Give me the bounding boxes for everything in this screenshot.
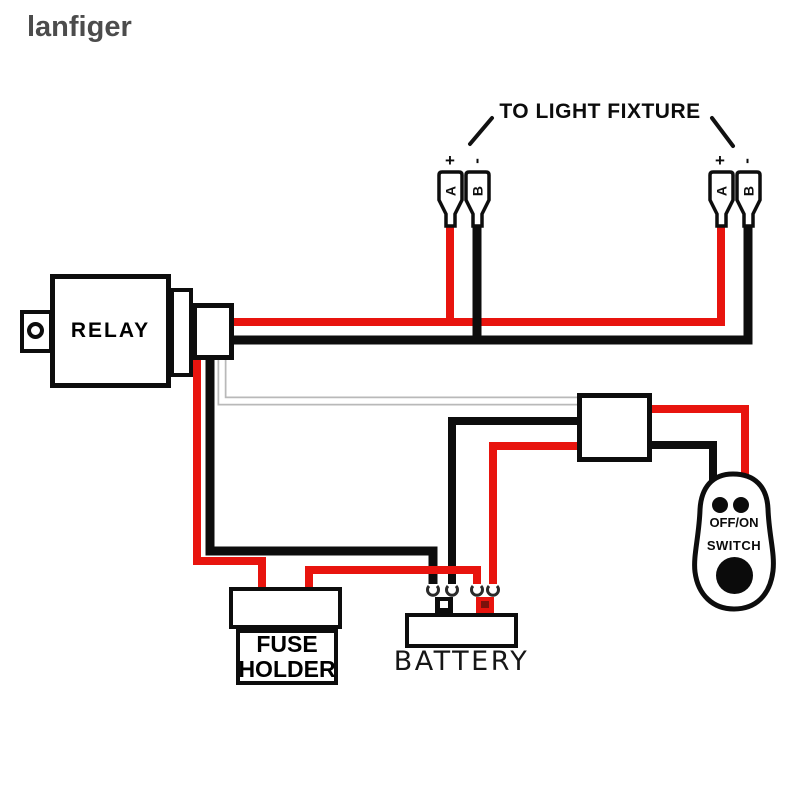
battery-positive-terminal [476,597,494,614]
spade-terminal-a-left: A [437,170,464,228]
terminal-letter: A [443,186,459,196]
black-wire-relay-to-battery [205,356,438,584]
battery-body [405,613,518,648]
polarity-plus-left: + [445,151,455,170]
ring-terminal-icon [470,584,484,597]
fuse-holder-cap [229,587,342,629]
fuse-holder-label-line1: FUSE [256,631,318,657]
terminal-letter: B [741,186,757,196]
spade-terminal-b-right: B [735,170,762,228]
spade-terminal-shape [708,170,735,228]
switch-connector-block [577,393,652,462]
relay-connector-block [192,303,234,360]
switch-label-offon: OFF/ON [709,515,759,530]
switch-label-switch: SWITCH [706,538,762,553]
spade-terminal-shape [437,170,464,228]
spade-terminal-shape [464,170,491,228]
terminal-letter: B [470,186,486,196]
relay-label: RELAY [70,319,151,342]
spade-terminal-shape [735,170,762,228]
battery-negative-terminal [435,597,453,614]
white-wire-core [219,356,584,404]
red-wire-switchbox-to-battery [489,442,584,584]
switch-button-icon [716,557,753,594]
switch-indicator-dot-icon [733,497,749,513]
ring-terminal-icon [445,584,459,597]
white-wire-outline [217,356,584,406]
relay-mounting-hole-icon [27,322,44,339]
pointer-line-right [710,116,735,148]
terminal-bolt-hole-icon [440,601,448,608]
polarity-minus-left: - [469,158,488,164]
pointer-line-left [468,116,494,146]
relay-flange [170,288,193,377]
switch-indicator-dot-icon [712,497,728,513]
red-wire-relay-to-lights [233,226,725,326]
spade-terminal-b-left: B [464,170,491,228]
red-wire-relay-to-fuse [193,356,266,591]
terminal-bolt-hole-icon [481,601,489,608]
battery-label: BATTERY [393,646,530,677]
red-wire-switchbox-to-switch [647,405,749,484]
polarity-plus-right: + [715,151,725,170]
brand-logo: lanfiger [27,11,132,43]
black-wire-switchbox-to-switch [647,441,717,487]
red-wire-fuse-to-battery [305,566,481,591]
black-wire-switchbox-to-battery [448,417,584,584]
black-wire-relay-to-lights [233,226,753,345]
diagram-title: TO LIGHT FIXTURE [499,100,701,123]
ring-terminal-icon [426,584,440,597]
ring-terminal-icon [486,584,500,597]
relay-body: RELAY [50,274,171,388]
fuse-holder-label-line2: HOLDER [238,656,336,682]
spade-terminal-a-right: A [708,170,735,228]
polarity-minus-right: - [739,158,758,164]
fuse-holder-body: FUSE HOLDER [236,629,338,685]
terminal-letter: A [714,186,730,196]
